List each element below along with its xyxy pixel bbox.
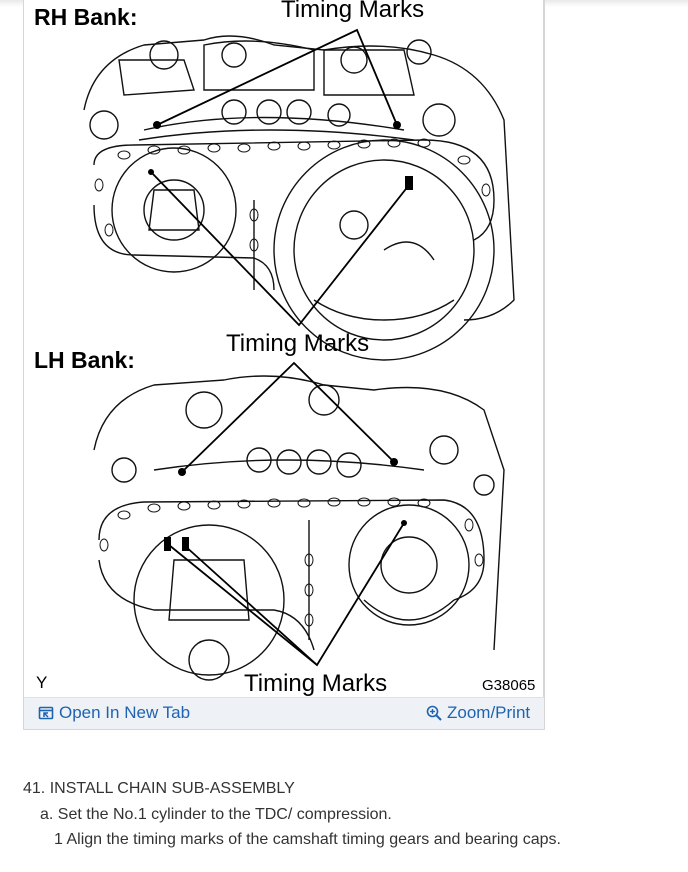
rh-bank-engine-drawing [83,35,515,361]
lh-bank-engine-drawing [93,375,505,681]
zoom-print-link[interactable]: Zoom/Print [426,703,530,723]
lh-bank-label: LH Bank: [34,347,135,373]
timing-marks-label-top: Timing Marks [281,0,425,23]
zoom-print-label: Zoom/Print [447,703,531,722]
substep-1: 1 Align the timing marks of the camshaft… [54,831,561,848]
open-in-new-tab-link[interactable]: Open In New Tab [38,703,190,723]
timing-mark-dots [148,121,413,551]
open-in-new-tab-label: Open In New Tab [59,703,191,722]
zoom-in-icon [426,705,442,721]
timing-mark-pointers [150,28,410,667]
chain-links [94,138,491,627]
step-heading: 41. INSTALL CHAIN SUB-ASSEMBLY [23,780,295,797]
substep-a: a. Set the No.1 cylinder to the TDC/ com… [40,806,392,823]
timing-marks-label-middle: Timing Marks [226,330,370,357]
timing-marks-label-bottom: Timing Marks [244,670,388,697]
rh-bank-label: RH Bank: [34,4,138,30]
timing-chain-diagram [83,28,515,681]
figure-code: G38065 [482,677,536,694]
open-in-new-tab-icon [38,706,54,720]
diagram-figure: RH Bank: Timing Marks LH Bank: Timing Ma… [23,0,545,730]
figure-link-bar: Open In New Tab Zoom/Print [24,697,544,729]
corner-code: Y [36,673,48,692]
